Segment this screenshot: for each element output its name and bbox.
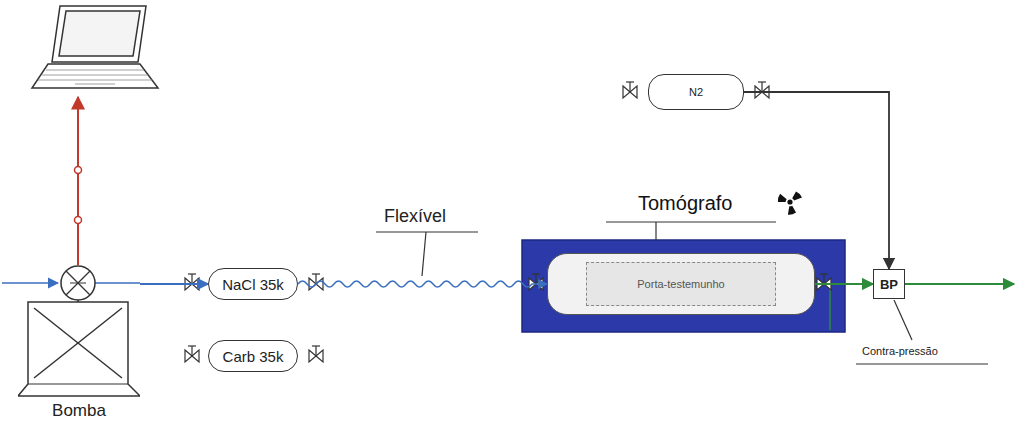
tomograph-box: TomógrafoPorta-testemunho bbox=[522, 240, 845, 332]
node-label: Porta-testemunho bbox=[637, 278, 724, 290]
flexible-hose bbox=[298, 281, 547, 287]
node-label: BP bbox=[880, 277, 898, 292]
brine-vessel: NaCl 35k bbox=[208, 268, 298, 300]
pump-unit: Bomba bbox=[18, 262, 140, 424]
node-label: N2 bbox=[689, 86, 703, 98]
core-holder: Porta-testemunho bbox=[547, 253, 815, 315]
node-label: NaCl 35k bbox=[222, 276, 284, 293]
outlet-bracket bbox=[829, 284, 831, 330]
laptop-icon bbox=[32, 6, 158, 88]
backpressure-valve: BP bbox=[873, 269, 905, 299]
flow-line bbox=[815, 283, 873, 285]
brine-vessel: Carb 35k bbox=[208, 340, 298, 372]
gas-vessel: N2 bbox=[648, 74, 744, 110]
inlet-line bbox=[2, 282, 58, 284]
valve-symbols bbox=[185, 82, 831, 362]
signal-line bbox=[75, 97, 82, 265]
radiation-symbol bbox=[775, 192, 802, 218]
part-label: Flexível bbox=[384, 206, 446, 227]
pump-symbol bbox=[18, 262, 140, 424]
outlet-line bbox=[905, 283, 1014, 285]
flow-line bbox=[140, 283, 208, 285]
tomograph-housing bbox=[522, 240, 845, 332]
node-label: Tomógrafo bbox=[638, 192, 733, 215]
leader-lines bbox=[376, 222, 988, 364]
node-label: Carb 35k bbox=[223, 348, 284, 365]
node-label: Bomba bbox=[18, 401, 140, 421]
part-label: Contra-pressão bbox=[862, 345, 938, 357]
flow-line bbox=[744, 92, 889, 269]
